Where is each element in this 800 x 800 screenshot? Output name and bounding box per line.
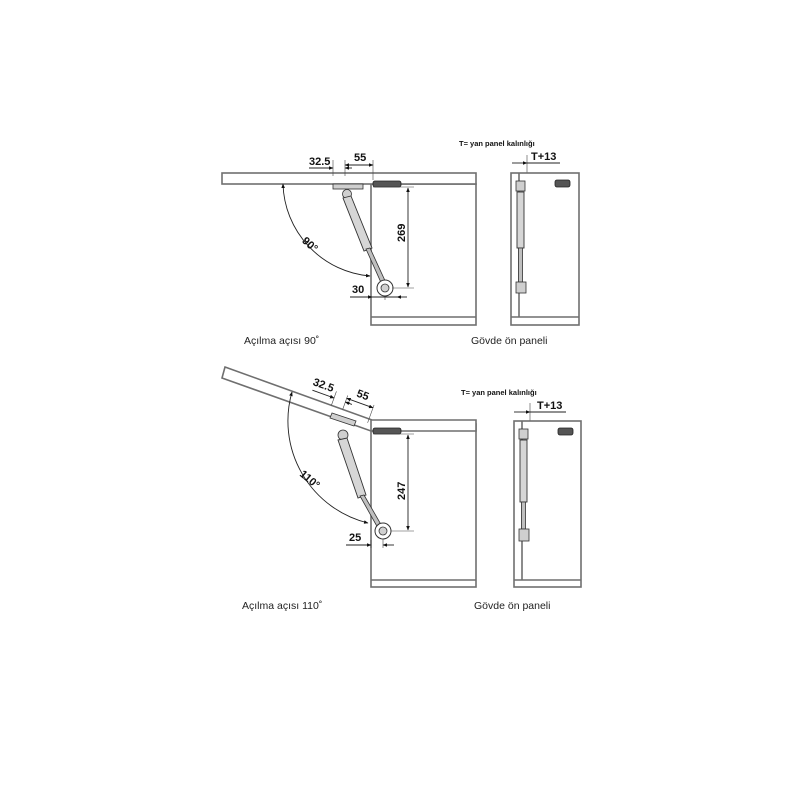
bottom-diagram: 110° 32.5 55 247 25 Açılma açısı 110˚ Gö… (221, 365, 582, 612)
side-view: T= yan panel kalınlığı T+13 (461, 388, 582, 588)
side-mount (518, 428, 529, 440)
hinge-block (372, 427, 402, 435)
dim-label-247: 247 (396, 482, 408, 500)
side-strut-rod (518, 247, 523, 283)
side-strut-rod (521, 501, 526, 530)
side-mount (515, 180, 526, 192)
strut-cylinder (337, 437, 367, 499)
strut-eye-inner (380, 283, 390, 293)
dim-label-32-5: 32.5 (309, 156, 330, 168)
strut-eye-inner (378, 526, 388, 536)
side-view: T= yan panel kalınlığı T+13 (459, 139, 580, 326)
side-strut-cylinder (516, 191, 525, 249)
strut-cylinder (342, 195, 373, 252)
top-diagram: 90° 32.5 55 269 30 Açılma açısı 90˚ Gövd… (221, 139, 580, 347)
thickness-note: T= yan panel kalınlığı (459, 139, 535, 148)
dim-label-30: 30 (352, 284, 364, 296)
dim-line-32-5 (312, 389, 335, 399)
dim-label-t13: T+13 (537, 400, 562, 412)
dim-label-55: 55 (355, 388, 371, 403)
side-hinge (557, 427, 574, 436)
caption-front-panel: Gövde ön paneli (471, 335, 547, 347)
dim-label-269: 269 (396, 224, 408, 242)
angle-label: 90° (299, 235, 319, 255)
cabinet-body (370, 423, 477, 588)
dim-line-55 (346, 397, 374, 409)
side-strut-foot (518, 528, 530, 542)
dim-label-32-5: 32.5 (311, 376, 335, 395)
side-strut-cylinder (519, 439, 528, 503)
caption-opening-angle: Açılma açısı 110˚ (242, 600, 322, 612)
caption-opening-angle: Açılma açısı 90˚ (244, 335, 319, 347)
cabinet-body (370, 183, 477, 326)
angle-arc (281, 183, 371, 278)
mount-plate (332, 183, 364, 190)
angle-label: 110° (297, 468, 322, 491)
dim-label-25: 25 (349, 532, 361, 544)
side-hinge (554, 179, 571, 188)
thickness-note: T= yan panel kalınlığı (461, 388, 537, 397)
side-strut-foot (515, 281, 527, 294)
angle-arc (287, 391, 369, 524)
lid-panel (221, 172, 477, 185)
dim-label-55: 55 (354, 152, 366, 164)
hinge-block (372, 180, 402, 188)
caption-front-panel: Gövde ön paneli (474, 600, 550, 612)
dim-label-t13: T+13 (531, 151, 556, 163)
